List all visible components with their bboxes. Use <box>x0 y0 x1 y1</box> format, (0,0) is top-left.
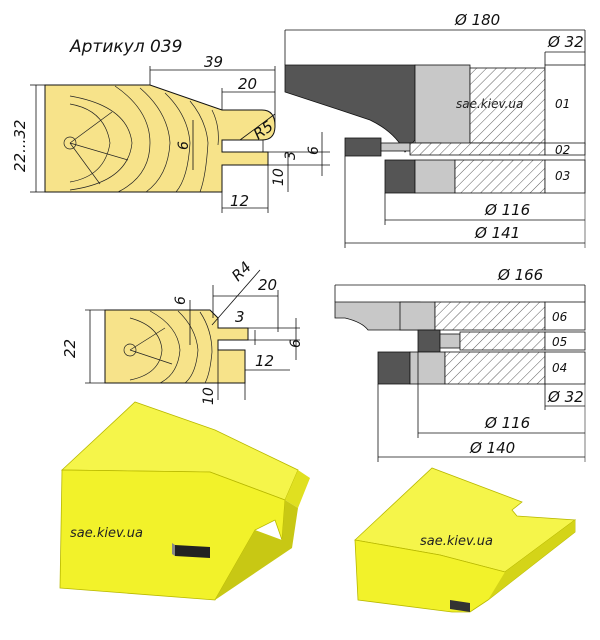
part-05: 05 <box>552 335 567 349</box>
iso-view-left: sae.kiev.ua <box>59 401 310 601</box>
top-cutter: Ø 180 Ø 32 Ø 116 Ø 141 sae.kiev.ua 01 02… <box>284 11 586 248</box>
bottom-profile-body <box>104 309 249 384</box>
watermark-iso-right: sae.kiev.ua <box>420 534 493 549</box>
dim-12-bottom: 12 <box>255 352 274 370</box>
dim-dia-116: Ø 116 <box>484 201 530 219</box>
dim-dia-140: Ø 140 <box>469 439 515 457</box>
dim-20: 20 <box>238 75 257 93</box>
dim-12: 12 <box>230 192 249 210</box>
iso-view-right: sae.kiev.ua <box>354 467 577 613</box>
dim-10: 10 <box>271 168 287 186</box>
bottom-cutter-blade-06 <box>334 301 421 331</box>
part-04: 04 <box>552 361 567 375</box>
part-01: 01 <box>555 97 570 111</box>
dim-3: 3 <box>283 151 299 160</box>
dim-10-bottom: 10 <box>201 387 217 405</box>
dim-dia-116-bottom: Ø 116 <box>484 414 530 432</box>
part-03: 03 <box>555 169 570 183</box>
dim-dia-32: Ø 32 <box>547 33 584 51</box>
dim-3-bottom: 3 <box>235 308 245 326</box>
article-title: Артикул 039 <box>69 37 182 57</box>
bottom-profile: 22 R4 20 6 3 6 12 10 <box>61 258 304 405</box>
dim-dia-180: Ø 180 <box>454 11 500 29</box>
dim-6b-bottom: 6 <box>288 339 304 348</box>
watermark-top: sae.kiev.ua <box>456 97 523 111</box>
watermark-iso-left: sae.kiev.ua <box>70 526 143 541</box>
part-06: 06 <box>552 310 568 324</box>
bottom-cutter: Ø 166 Ø 32 Ø 116 Ø 140 06 05 04 <box>334 266 586 462</box>
dim-6a-bottom: 6 <box>173 296 189 305</box>
top-profile-body <box>44 84 276 193</box>
dim-6b: 6 <box>306 146 322 155</box>
dim-dia-166: Ø 166 <box>497 266 543 284</box>
dim-dia-32-bottom: Ø 32 <box>547 388 584 406</box>
dim-20-bottom: 20 <box>258 276 277 294</box>
dim-dia-141: Ø 141 <box>474 224 520 242</box>
dim-22-32: 22...32 <box>11 120 29 172</box>
dim-39: 39 <box>204 53 223 71</box>
dim-22: 22 <box>61 339 79 358</box>
top-profile: 39 20 R5 22...32 6 3 10 12 6 <box>11 53 330 213</box>
dim-6a: 6 <box>176 141 192 150</box>
part-02: 02 <box>555 143 570 157</box>
